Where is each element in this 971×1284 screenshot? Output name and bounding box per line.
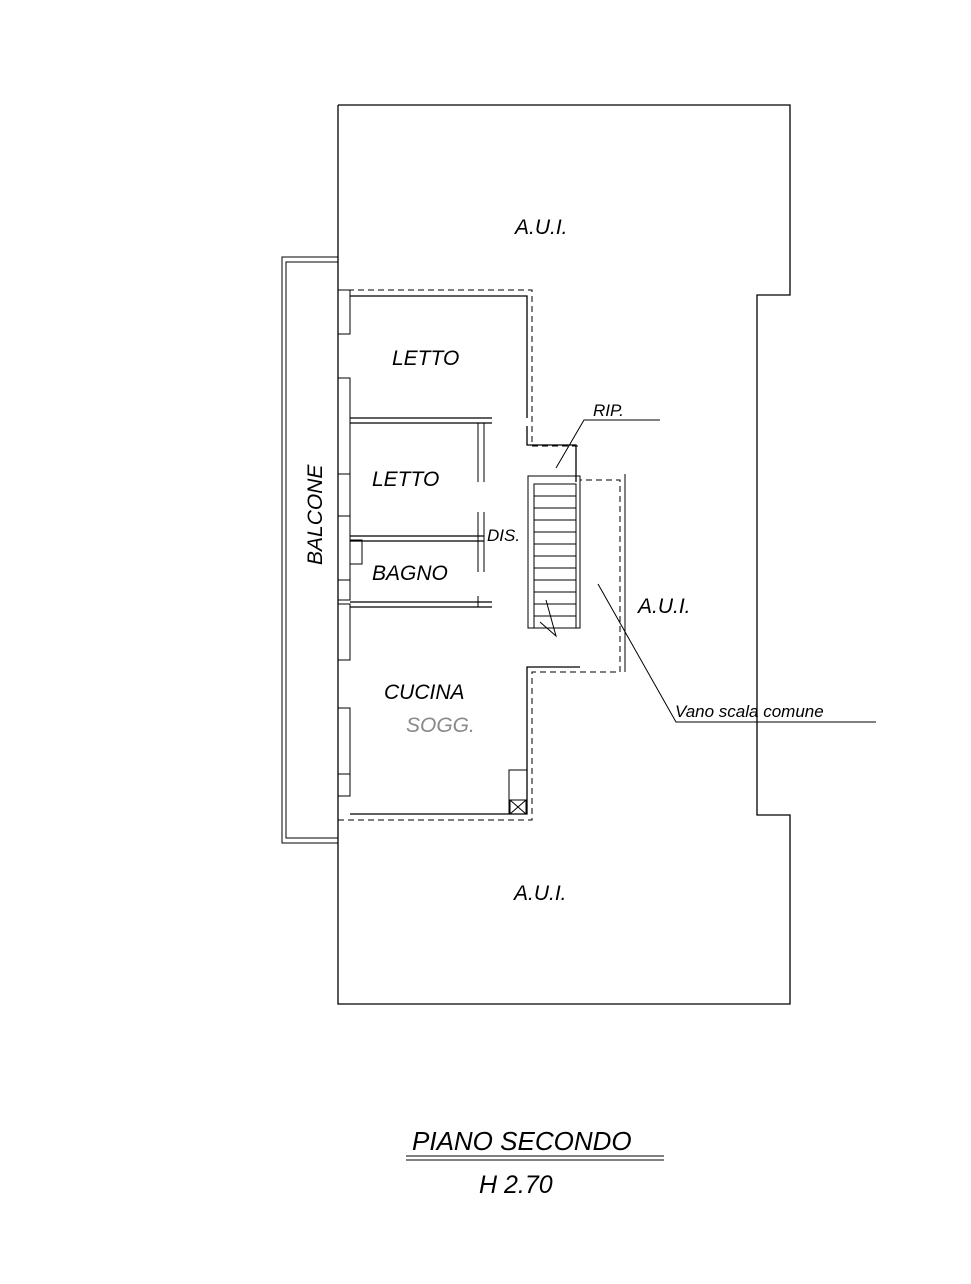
room-label-aui-right: A.U.I.	[636, 595, 691, 618]
room-label-letto-1: LETTO	[392, 347, 459, 370]
room-label-dis: DIS.	[487, 526, 520, 545]
room-label-cucina: CUCINA	[384, 681, 465, 704]
room-label-aui-top: A.U.I.	[513, 216, 568, 239]
building-outline	[337, 104, 791, 1005]
plan-title: PIANO SECONDO	[412, 1126, 632, 1156]
room-label-aui-bottom: A.U.I.	[512, 882, 567, 905]
staircase	[527, 475, 581, 638]
kitchen-unit	[508, 769, 528, 815]
room-label-vano-scala: Vano scala comune	[675, 702, 824, 721]
left-wall	[337, 262, 363, 840]
apartment-walls	[338, 289, 626, 821]
balcony-label: BALCONE	[304, 464, 327, 565]
room-label-letto-2: LETTO	[372, 468, 439, 491]
partitions	[350, 417, 492, 608]
vano-scala-leader-line	[597, 583, 876, 723]
rip-leader-line	[555, 419, 660, 469]
room-label-bagno: BAGNO	[372, 562, 448, 585]
plan-height: H 2.70	[479, 1171, 553, 1199]
room-label-rip: RIP.	[593, 401, 624, 420]
room-label-sogg: SOGG.	[406, 714, 475, 737]
